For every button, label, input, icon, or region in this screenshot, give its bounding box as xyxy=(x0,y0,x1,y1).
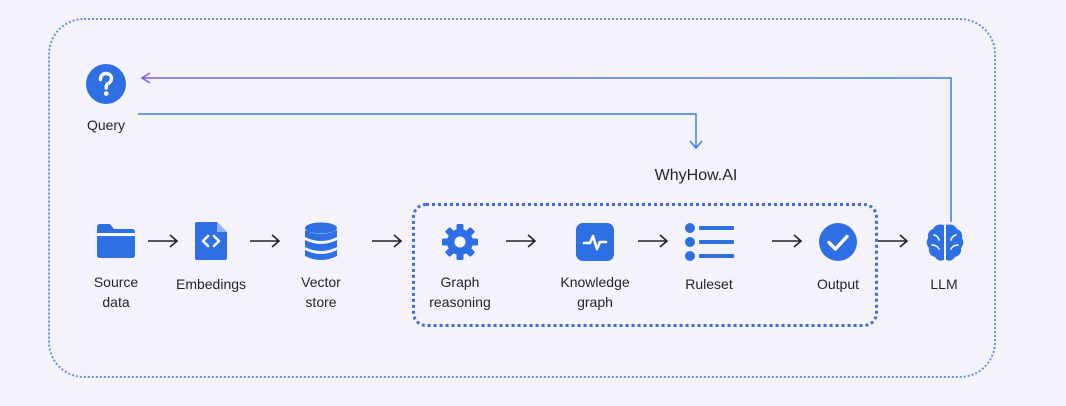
flow-arrow-5 xyxy=(638,234,669,248)
vector-store-label: Vector store xyxy=(301,272,341,312)
folder-icon xyxy=(95,222,137,260)
question-icon xyxy=(86,64,126,104)
flow-arrow-7 xyxy=(878,234,909,248)
query-to-whyhow-arrowhead xyxy=(689,140,703,150)
group-title: WhyHow.AI xyxy=(654,167,738,184)
output-label-line1: Output xyxy=(816,276,860,292)
brain-icon xyxy=(924,221,966,263)
llm-to-query-arrowhead xyxy=(140,72,151,84)
source-label-line2: data xyxy=(102,294,130,310)
llm-label-line1: LLM xyxy=(930,276,958,292)
llm-to-query-line xyxy=(142,77,952,222)
flow-arrow-4 xyxy=(506,234,537,248)
outer-frame xyxy=(48,18,996,378)
llm-label: LLM xyxy=(930,274,957,294)
flow-arrow-2 xyxy=(250,234,281,248)
whyhow-group-box xyxy=(412,203,878,327)
embeddings-label: Embedings xyxy=(176,274,246,294)
ruleset-label-line1: Ruleset xyxy=(685,276,733,292)
vector-label-line2: store xyxy=(305,294,337,310)
check-circle-icon xyxy=(818,222,858,262)
flow-arrow-1 xyxy=(148,234,179,248)
graph-label-line1: Graph xyxy=(440,274,480,290)
vector-label-line1: Vector xyxy=(301,274,341,290)
query-to-whyhow-line xyxy=(138,113,697,147)
code-file-icon xyxy=(193,220,229,262)
embeddings-label-line1: Embedings xyxy=(175,276,247,292)
pulse-icon xyxy=(575,222,615,262)
flow-arrow-6 xyxy=(772,234,803,248)
output-label: Output xyxy=(817,274,859,294)
graph-reasoning-label: Graph reasoning xyxy=(429,272,491,312)
knowledge-graph-label: Knowledge graph xyxy=(560,272,629,312)
knowledge-label-line2: graph xyxy=(577,294,613,310)
knowledge-label-line1: Knowledge xyxy=(560,274,630,290)
ruleset-label: Ruleset xyxy=(685,274,732,294)
source-label-line1: Source xyxy=(93,274,139,290)
graph-label-line2: reasoning xyxy=(429,294,491,310)
source-data-label: Source data xyxy=(94,272,138,312)
query-label: Query xyxy=(86,117,126,133)
flow-arrow-3 xyxy=(372,234,403,248)
database-icon xyxy=(302,221,340,263)
list-icon xyxy=(685,223,735,261)
gear-icon xyxy=(440,222,480,262)
